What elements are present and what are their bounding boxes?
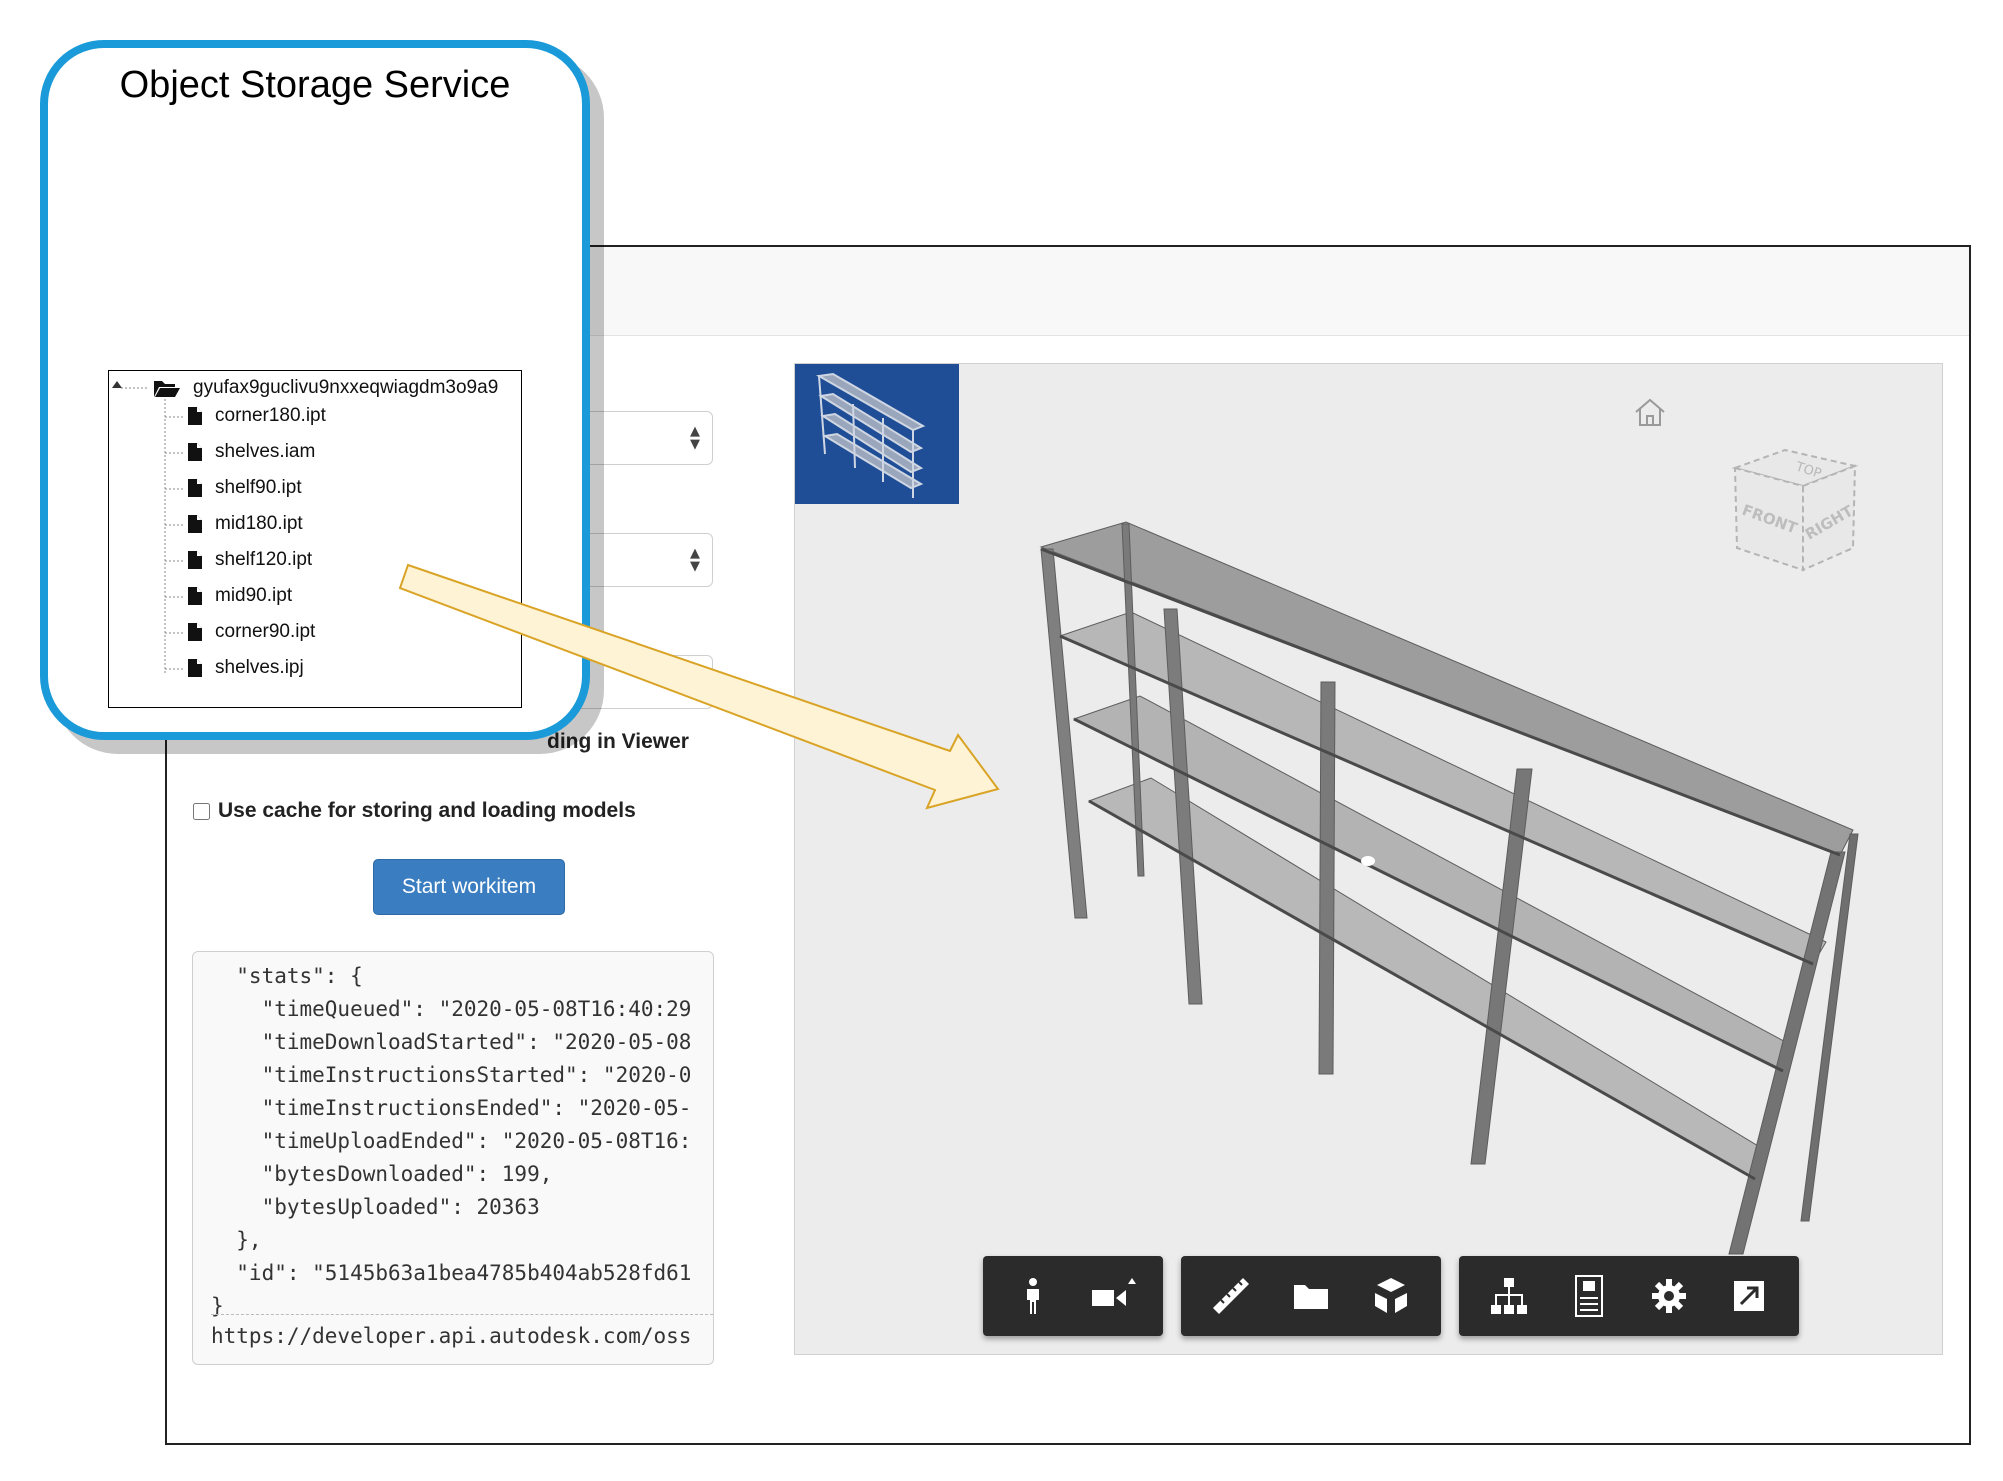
settings-icon[interactable] xyxy=(1629,1256,1709,1336)
walk-icon[interactable] xyxy=(993,1256,1073,1336)
file-item[interactable]: mid90.ipt xyxy=(187,585,292,607)
log-line: "stats": { xyxy=(211,964,363,988)
file-name: shelf120.ipt xyxy=(215,549,313,570)
log-line: } xyxy=(211,1294,224,1318)
info-tools-group xyxy=(1459,1256,1799,1336)
navigation-tools-group xyxy=(983,1256,1163,1336)
oss-file-tree[interactable]: gyufax9guclivu9nxxeqwiagdm3o9a9 corner18… xyxy=(108,370,522,708)
properties-icon[interactable] xyxy=(1549,1256,1629,1336)
file-item[interactable]: mid180.ipt xyxy=(187,513,303,535)
file-icon xyxy=(188,551,202,569)
bucket-name: gyufax9guclivu9nxxeqwiagdm3o9a9 xyxy=(193,377,499,398)
shelf-model[interactable] xyxy=(795,364,1942,1354)
viewer-option-label: ding in Viewer xyxy=(547,730,689,753)
oss-title: Object Storage Service xyxy=(119,64,511,106)
log-line: "timeDownloadStarted": "2020-05-08 xyxy=(211,1030,692,1054)
output-log[interactable]: "stats": { "timeQueued": "2020-05-08T16:… xyxy=(192,951,714,1365)
oss-callout: Object Storage Service gyufax9guclivu9nx… xyxy=(40,40,590,740)
select-arrows-icon: ▲▼ xyxy=(690,668,700,696)
file-item[interactable]: corner90.ipt xyxy=(187,621,315,643)
file-icon xyxy=(188,407,202,425)
log-divider xyxy=(211,1314,713,1315)
tree-connector-lines xyxy=(112,381,183,673)
bucket-node[interactable]: gyufax9guclivu9nxxeqwiagdm3o9a9 xyxy=(153,377,498,399)
modeling-tools-group xyxy=(1181,1256,1441,1336)
open-folder-icon xyxy=(154,381,180,397)
explode-icon[interactable] xyxy=(1351,1256,1431,1336)
start-workitem-button[interactable]: Start workitem xyxy=(373,859,565,915)
log-line: }, xyxy=(211,1228,262,1252)
log-line: "timeUploadEnded": "2020-05-08T16: xyxy=(211,1129,692,1153)
file-name: shelf90.ipt xyxy=(215,477,302,498)
file-icon xyxy=(188,443,202,461)
folder-icon[interactable] xyxy=(1271,1256,1351,1336)
model-thumbnail[interactable] xyxy=(795,364,959,504)
cache-option-row: Use cache for storing and loading models xyxy=(193,799,636,823)
log-line: "timeQueued": "2020-05-08T16:40:29 xyxy=(211,997,692,1021)
log-line: "bytesUploaded": 20363 xyxy=(211,1195,540,1219)
viewcube[interactable]: TOP FRONT RIGHT xyxy=(1725,444,1865,584)
log-line: "id": "5145b63a1bea4785b404ab528fd61 xyxy=(211,1261,692,1285)
file-name: mid90.ipt xyxy=(215,585,293,606)
file-icon xyxy=(188,479,202,497)
select-arrows-icon: ▲▼ xyxy=(690,424,700,452)
file-name: mid180.ipt xyxy=(215,513,303,534)
file-name: shelves.ipj xyxy=(215,657,304,678)
model-browser-icon[interactable] xyxy=(1469,1256,1549,1336)
camera-icon[interactable] xyxy=(1073,1256,1153,1336)
file-icon xyxy=(188,659,202,677)
file-name: shelves.iam xyxy=(215,441,316,462)
log-line: "timeInstructionsStarted": "2020-0 xyxy=(211,1063,692,1087)
file-item[interactable]: shelves.ipj xyxy=(187,657,304,679)
file-icon xyxy=(188,515,202,533)
fullscreen-icon[interactable] xyxy=(1709,1256,1789,1336)
model-viewer[interactable]: TOP FRONT RIGHT xyxy=(794,363,1943,1355)
file-icon xyxy=(188,623,202,641)
log-text: "stats": { "timeQueued": "2020-05-08T16:… xyxy=(211,960,691,1323)
file-item[interactable]: corner180.ipt xyxy=(187,405,326,427)
log-url: https://developer.api.autodesk.com/oss xyxy=(211,1324,692,1348)
cache-checkbox[interactable] xyxy=(193,802,210,820)
log-line: "bytesDownloaded": 199, xyxy=(211,1162,553,1186)
home-icon[interactable] xyxy=(1631,394,1669,432)
file-name: corner180.ipt xyxy=(215,405,326,426)
file-item[interactable]: shelf90.ipt xyxy=(187,477,302,499)
measure-icon[interactable] xyxy=(1191,1256,1271,1336)
viewer-toolbar xyxy=(983,1256,1799,1338)
file-icon xyxy=(188,587,202,605)
file-item[interactable]: shelf120.ipt xyxy=(187,549,312,571)
file-item[interactable]: shelves.iam xyxy=(187,441,315,463)
select-arrows-icon: ▲▼ xyxy=(690,546,700,574)
log-line: "timeInstructionsEnded": "2020-05- xyxy=(211,1096,692,1120)
cache-label: Use cache for storing and loading models xyxy=(218,799,636,822)
file-name: corner90.ipt xyxy=(215,621,316,642)
